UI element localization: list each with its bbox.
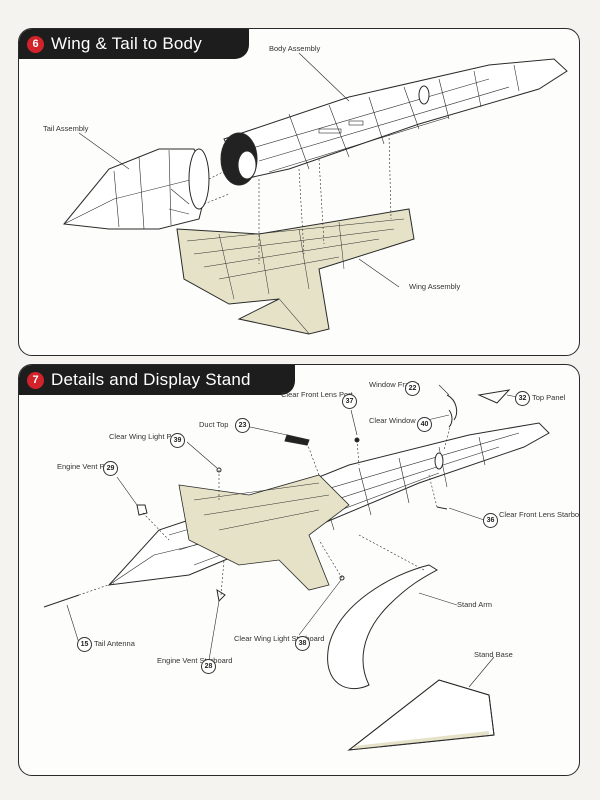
duct-top-label: Duct Top <box>199 420 229 429</box>
clear-window-part <box>448 409 453 428</box>
part-23-badge: 23 <box>235 418 250 433</box>
part-38-badge: 38 <box>295 636 310 651</box>
part-15-badge: 15 <box>77 637 92 652</box>
part-28-badge: 28 <box>201 659 216 674</box>
engine-vent-port-part <box>136 504 148 516</box>
duct-top-part <box>284 434 310 446</box>
step-7-number: 7 <box>27 371 44 389</box>
window-frame-part <box>446 394 458 421</box>
part-36-badge: 36 <box>483 513 498 528</box>
step-7-header: 7 Details and Display Stand <box>19 365 295 395</box>
tail-antenna-label: Tail Antenna <box>94 639 135 648</box>
assembled-ship-drawing <box>107 422 550 591</box>
stand-arm-label: Stand Arm <box>457 600 493 609</box>
part-22-badge: 22 <box>405 381 420 396</box>
part-29-badge: 29 <box>103 461 118 476</box>
tail-assembly-label: Tail Assembly <box>43 124 89 133</box>
wing-light-starboard-part <box>339 575 345 581</box>
tail-assembly-drawing <box>63 148 210 230</box>
step-7-illustration <box>43 384 550 751</box>
body-assembly-label: Body Assembly <box>269 44 321 53</box>
step-6-header: 6 Wing & Tail to Body <box>19 29 249 59</box>
clear-front-lens-starboard-label: Clear Front Lens Starboard <box>499 510 580 519</box>
clear-wing-light-starboard-label: Clear Wing Light Starboard <box>234 634 325 643</box>
window-frame-label: Window Frame <box>369 380 420 389</box>
step-6-panel: 6 Wing & Tail to Body <box>18 28 580 356</box>
engine-vent-starboard-part <box>216 588 226 603</box>
clear-wing-light-port-label: Clear Wing Light Port <box>109 432 181 441</box>
top-panel-part <box>477 389 511 404</box>
part-37-badge: 37 <box>342 394 357 409</box>
stand-arm-drawing <box>327 564 438 690</box>
step-7-title: Details and Display Stand <box>51 370 251 389</box>
part-32-badge: 32 <box>515 391 530 406</box>
tail-antenna-part <box>43 594 80 608</box>
lens-starboard-part <box>436 506 448 510</box>
engine-vent-port-label: Engine Vent Port <box>57 462 114 471</box>
stand-base-label: Stand Base <box>474 650 513 659</box>
clear-front-lens-port-label: Clear Front Lens Port <box>281 390 353 399</box>
body-assembly-drawing <box>220 58 568 186</box>
clear-window-label: Clear Window <box>369 416 416 425</box>
wing-assembly-label: Wing Assembly <box>409 282 461 291</box>
step-6-title: Wing & Tail to Body <box>51 34 202 53</box>
top-panel-label: Top Panel <box>532 393 566 402</box>
step-6-number: 6 <box>27 35 44 53</box>
engine-vent-starboard-label: Engine Vent Starboard <box>157 656 233 665</box>
step-6-illustration <box>63 52 568 335</box>
part-40-badge: 40 <box>417 417 432 432</box>
wing-assembly-drawing <box>176 208 415 335</box>
part-39-badge: 39 <box>170 433 185 448</box>
step-7-panel: 7 Details and Display Stand <box>18 364 580 776</box>
